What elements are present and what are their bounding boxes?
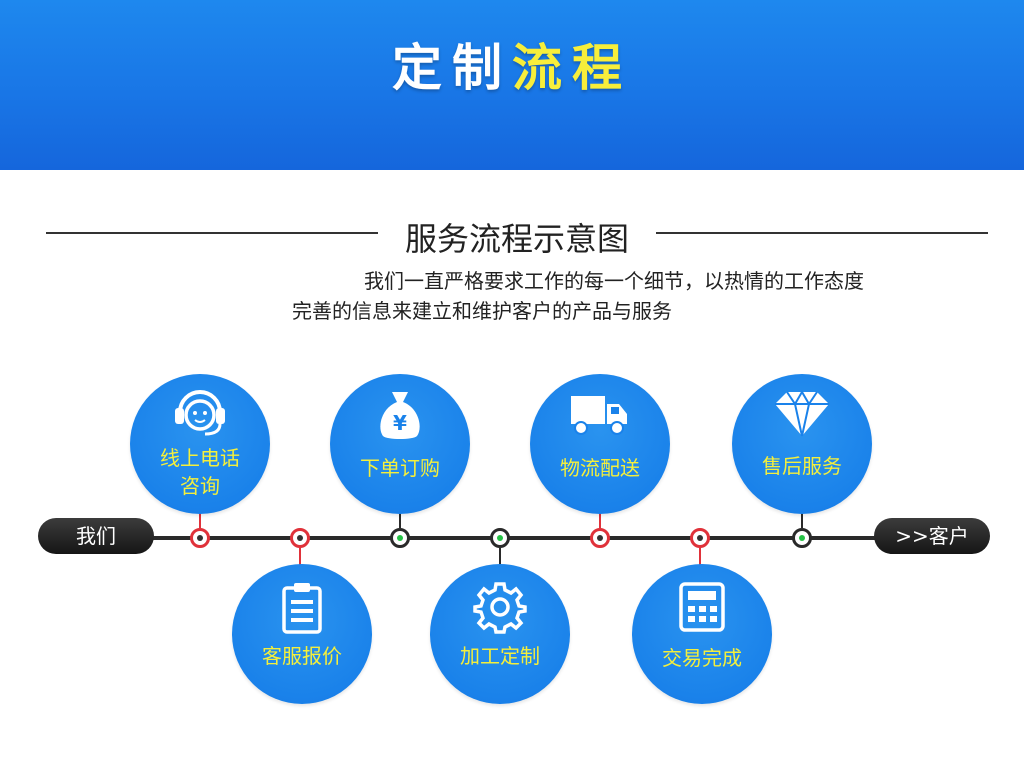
timeline-dot-2 bbox=[290, 528, 310, 548]
step-node-7: 售后服务 bbox=[732, 374, 872, 514]
description-line-1: 我们一直严格要求工作的每一个细节，以热情的工作态度 bbox=[364, 269, 864, 293]
step-node-3: ¥ 下单订购 bbox=[330, 374, 470, 514]
gear-icon bbox=[473, 582, 527, 634]
timeline-dot-1 bbox=[190, 528, 210, 548]
timeline-dot-5 bbox=[590, 528, 610, 548]
timeline-line bbox=[150, 536, 880, 540]
step-node-2: 客服报价 bbox=[232, 564, 372, 704]
step-node-6: 交易完成 bbox=[632, 564, 772, 704]
header-banner: 定制流程 bbox=[0, 0, 1024, 170]
step-5-label: 物流配送 bbox=[560, 456, 640, 480]
step-7-label: 售后服务 bbox=[762, 454, 842, 478]
section-heading: 服务流程示意图 bbox=[0, 208, 1024, 258]
stem-1 bbox=[199, 506, 201, 528]
timeline-start-pill: 我们 bbox=[38, 518, 154, 554]
timeline-dot-3 bbox=[390, 528, 410, 548]
section-heading-text: 服务流程示意图 bbox=[404, 220, 629, 258]
step-3-label: 下单订购 bbox=[360, 456, 440, 480]
heading-divider-left bbox=[46, 232, 378, 234]
stem-6 bbox=[699, 548, 701, 570]
description-line-2: 完善的信息来建立和维护客户的产品与服务 bbox=[292, 299, 672, 323]
step-1-label-line1: 线上电话 bbox=[160, 446, 240, 470]
heading-divider-right bbox=[656, 232, 988, 234]
banner-title: 定制流程 bbox=[0, 28, 1024, 100]
banner-title-yellow: 流程 bbox=[512, 39, 632, 97]
stem-3 bbox=[399, 506, 401, 528]
step-1-label-line2: 咨询 bbox=[180, 474, 220, 498]
money-bag-icon: ¥ bbox=[380, 392, 420, 439]
timeline-dot-7 bbox=[792, 528, 812, 548]
step-2-label: 客服报价 bbox=[262, 644, 342, 668]
step-node-1: 线上电话 咨询 bbox=[130, 374, 270, 514]
step-6-label: 交易完成 bbox=[662, 646, 742, 670]
timeline-end-pill: >>客户 bbox=[874, 518, 990, 554]
diamond-icon bbox=[775, 390, 829, 437]
timeline-dot-6 bbox=[690, 528, 710, 548]
stem-5 bbox=[599, 506, 601, 528]
timeline-dot-4 bbox=[490, 528, 510, 548]
step-node-4: 加工定制 bbox=[430, 564, 570, 704]
description: 我们一直严格要求工作的每一个细节，以热情的工作态度 完善的信息来建立和维护客户的… bbox=[292, 266, 992, 326]
stem-7 bbox=[801, 506, 803, 528]
stem-2 bbox=[299, 548, 301, 570]
truck-icon bbox=[571, 396, 627, 435]
calculator-icon bbox=[679, 582, 725, 632]
svg-text:¥: ¥ bbox=[393, 411, 407, 435]
step-4-label: 加工定制 bbox=[460, 644, 540, 668]
step-node-5: 物流配送 bbox=[530, 374, 670, 514]
stem-4 bbox=[499, 548, 501, 570]
clipboard-icon bbox=[282, 583, 322, 634]
headset-icon bbox=[175, 390, 225, 436]
banner-title-white: 定制 bbox=[392, 39, 512, 97]
